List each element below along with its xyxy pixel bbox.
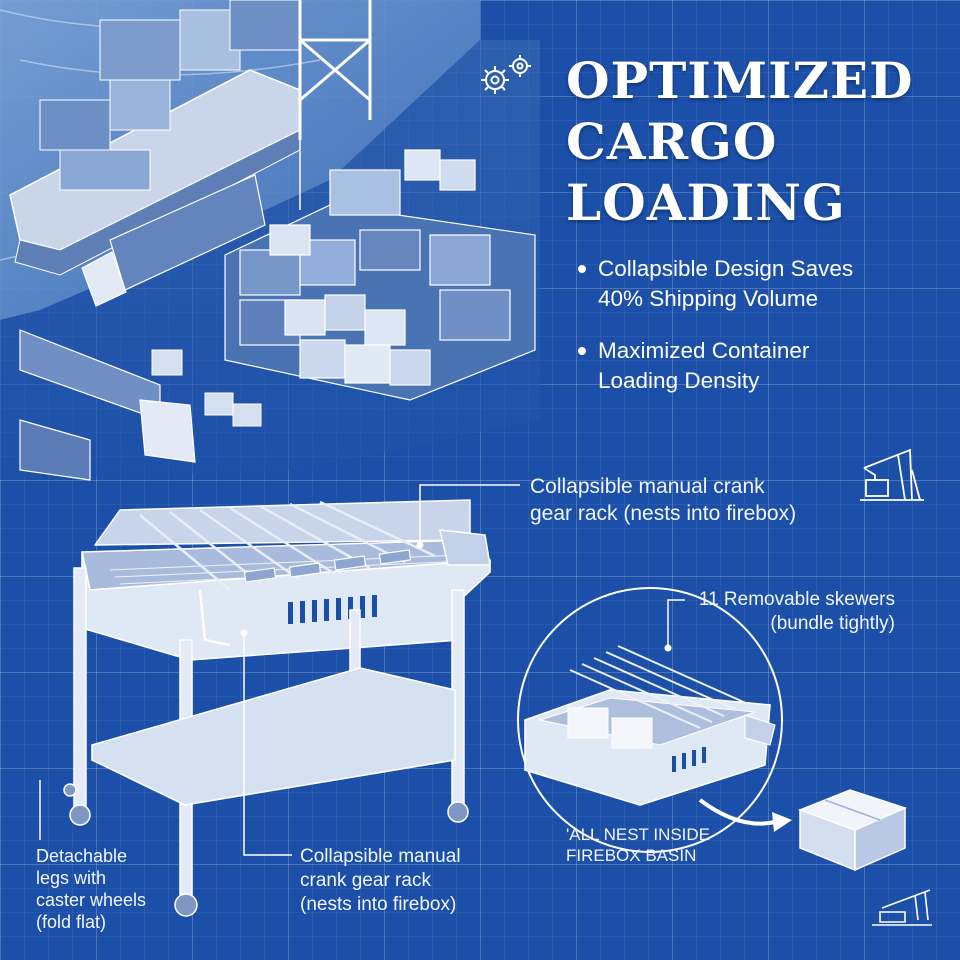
trucks: [19, 174, 266, 481]
arrow-head: [772, 812, 792, 832]
callout-gear-rack-top: Collapsible manual crank gear rack (nest…: [530, 473, 796, 527]
crane-ship-icon: [872, 889, 932, 926]
callout-nest: 'ALL NEST INSIDE FIREBOX BASIN: [566, 824, 710, 866]
callout-line: Detachable: [36, 846, 128, 866]
title-line: OPTIMIZED: [566, 51, 914, 110]
callout-line: Collapsible manual crank: [530, 475, 765, 498]
skewer-handles: [243, 549, 412, 583]
shipping-box-icon: [797, 789, 908, 872]
feature-line: 40% Shipping Volume: [598, 286, 819, 311]
bullet-icon: [578, 265, 586, 273]
container-stack: [224, 149, 536, 401]
feature-item: Maximized Container Loading Density: [576, 336, 946, 396]
feature-line: Collapsible Design Saves: [598, 256, 854, 281]
feature-line: Loading Density: [598, 368, 760, 393]
crane-container-icon: [860, 448, 924, 501]
grill-cart: [63, 499, 491, 917]
inset-skewers: [569, 645, 749, 729]
callout-skewers: 11 Removable skewers (bundle tightly): [690, 588, 895, 636]
ship-containers: [39, 0, 301, 191]
title-line: CARGO: [566, 112, 778, 171]
feature-item: Collapsible Design Saves 40% Shipping Vo…: [576, 254, 946, 314]
callout-line: 11 Removable skewers: [698, 589, 895, 610]
callout-gear-rack-bottom: Collapsible manual crank gear rack (nest…: [300, 845, 461, 917]
callout-line: FIREBOX BASIN: [566, 846, 697, 865]
feature-list: Collapsible Design Saves 40% Shipping Vo…: [576, 254, 946, 418]
bullet-icon: [578, 347, 586, 355]
nested-firebox-inset: [517, 587, 783, 853]
callout-line: gear rack (nests into firebox): [530, 502, 797, 525]
callout-line: crank gear rack: [300, 870, 431, 891]
dock-boxes: [151, 349, 262, 427]
callout-leaders: [39, 484, 685, 856]
callout-legs: Detachable legs with caster wheels (fold…: [36, 845, 146, 933]
callout-line: Collapsible manual: [300, 846, 461, 867]
page-title: OPTIMIZED CARGO LOADING: [566, 50, 946, 233]
callout-line: legs with: [36, 868, 107, 888]
arrow-icon: [698, 798, 776, 826]
callout-line: (fold flat): [36, 912, 107, 932]
port-crane: [298, 0, 372, 210]
callout-line: (bundle tightly): [770, 613, 895, 634]
vent-slots: [288, 595, 377, 624]
gear-icon: [481, 55, 531, 94]
feature-line: Maximized Container: [598, 338, 810, 363]
title-line: LOADING: [566, 173, 846, 232]
callout-line: 'ALL NEST INSIDE: [566, 825, 711, 844]
callout-line: (nests into firebox): [300, 894, 457, 915]
callout-line: caster wheels: [36, 890, 147, 910]
caster-wheels: [63, 783, 469, 917]
